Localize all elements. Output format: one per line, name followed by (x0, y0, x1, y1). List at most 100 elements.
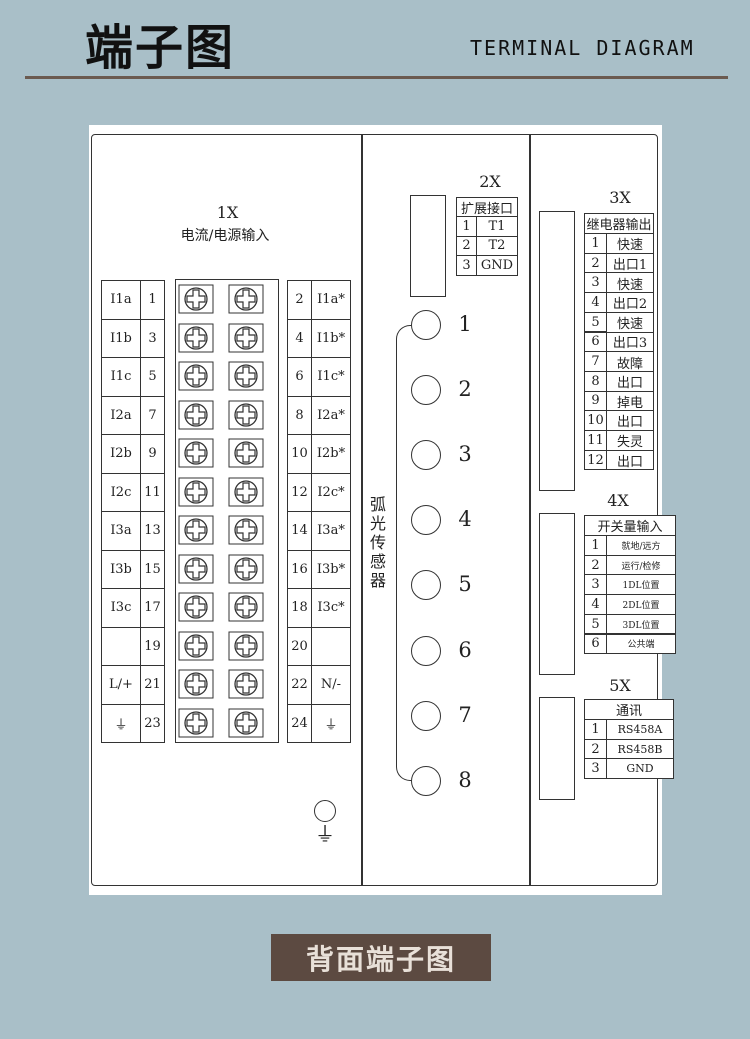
x5-pin: 2 (584, 738, 607, 760)
terminal-label-right: ⏚ (311, 703, 351, 743)
terminal-screw-icon (178, 669, 214, 703)
terminal-screw-icon (178, 438, 214, 472)
x4-signal: 公共端 (606, 633, 676, 655)
x3-pin: 1 (584, 233, 607, 254)
x1-screw-block (175, 279, 279, 743)
terminal-number-left: 13 (140, 511, 165, 551)
terminal-label-right: I1c* (311, 357, 351, 397)
x3-pin: 5 (584, 311, 607, 333)
divider-left (361, 134, 363, 886)
x4-signal: 2DL位置 (606, 594, 676, 615)
terminal-label-right: I1a* (311, 280, 351, 320)
x3-pin: 8 (584, 370, 607, 392)
terminal-label-left: ⏚ (101, 703, 141, 743)
terminal-label-left: I2c (101, 472, 141, 512)
arc-sensor-port-icon (411, 765, 441, 796)
x3-signal: 快速 (606, 272, 654, 294)
arc-sensor-port-icon (411, 570, 441, 601)
x4-pin: 1 (584, 535, 607, 556)
x5-header: 通讯 (584, 699, 674, 720)
terminal-label-right: I2a* (311, 395, 351, 435)
terminal-label-left: I1a (101, 280, 141, 320)
arc-sensor-port-icon (411, 505, 441, 536)
terminal-screw-icon (178, 515, 214, 549)
x4-signal: 运行/检修 (606, 554, 676, 576)
terminal-screw-icon (228, 708, 264, 742)
terminal-number-right: 12 (287, 472, 312, 512)
terminal-screw-icon (228, 592, 264, 626)
arc-sensor-label: 弧光传感器 (369, 495, 386, 590)
terminal-label-right: N/- (311, 665, 351, 705)
terminal-screw-icon (178, 631, 214, 665)
header-divider (25, 76, 728, 79)
panel-frame (91, 134, 658, 886)
terminal-number-right: 6 (287, 357, 312, 397)
arc-sensor-port-icon (411, 375, 441, 406)
arc-sensor-number: 4 (458, 507, 472, 532)
terminal-screw-icon (228, 669, 264, 703)
terminal-screw-icon (178, 477, 214, 511)
terminal-number-right: 18 (287, 588, 312, 628)
x3-pin: 10 (584, 410, 607, 431)
x5-pin: 3 (584, 758, 607, 780)
terminal-number-left: 23 (140, 703, 165, 743)
terminal-screw-icon (228, 631, 264, 665)
x4-pin: 3 (584, 574, 607, 596)
terminal-number-left: 21 (140, 665, 165, 705)
x2-pin: 3 (456, 255, 477, 276)
x1-label: 1X (216, 203, 239, 222)
terminal-label-right: I1b* (311, 318, 351, 358)
x5-signal: GND (606, 758, 674, 780)
x5-pin: 1 (584, 719, 607, 740)
terminal-number-right: 2 (287, 280, 312, 320)
x5-label: 5X (609, 676, 631, 695)
x2-signal: T1 (476, 216, 518, 237)
x3-pin: 3 (584, 272, 607, 294)
terminal-label-right: I2b* (311, 434, 351, 474)
x2-header: 扩展接口 (456, 197, 518, 217)
terminal-screw-icon (178, 361, 214, 395)
ground-icon: ⏚ (315, 822, 335, 846)
x5-connector (539, 697, 575, 800)
page-title-en: TERMINAL DIAGRAM (470, 36, 695, 60)
x2-label: 2X (479, 172, 501, 191)
terminal-number-left: 9 (140, 434, 165, 474)
terminal-screw-icon (178, 554, 214, 588)
terminal-label-left (101, 626, 141, 666)
terminal-number-right: 4 (287, 318, 312, 358)
x2-connector (410, 195, 446, 297)
x3-pin: 7 (584, 351, 607, 372)
rear-terminal-diagram-button[interactable]: 背面端子图 (271, 934, 491, 981)
terminal-screw-icon (178, 400, 214, 434)
page-title-cn: 端子图 (85, 20, 236, 76)
terminal-screw-icon (228, 554, 264, 588)
x4-pin: 5 (584, 613, 607, 635)
arc-sensor-port-icon (411, 700, 441, 731)
arc-sensor-port-icon (411, 635, 441, 666)
terminal-screw-icon (228, 438, 264, 472)
arc-sensor-number: 3 (458, 442, 472, 467)
terminal-number-left: 17 (140, 588, 165, 628)
terminal-number-left: 19 (140, 626, 165, 666)
terminal-number-right: 10 (287, 434, 312, 474)
x4-pin: 2 (584, 554, 607, 576)
arc-sensor-port-icon (411, 310, 441, 340)
x3-signal: 出口 (606, 410, 654, 431)
x3-signal: 出口2 (606, 292, 654, 313)
arc-sensor-number: 8 (458, 767, 472, 792)
x4-pin: 6 (584, 633, 607, 655)
arc-sensor-number: 2 (458, 377, 472, 402)
terminal-number-right: 22 (287, 665, 312, 705)
terminal-label-left: I2b (101, 434, 141, 474)
x3-signal: 快速 (606, 311, 654, 333)
x3-signal: 出口 (606, 370, 654, 392)
terminal-number-left: 15 (140, 549, 165, 589)
terminal-number-right: 16 (287, 549, 312, 589)
x3-signal: 故障 (606, 351, 654, 372)
x4-connector (539, 513, 575, 675)
arc-sensor-number: 5 (458, 572, 472, 597)
arc-sensor-port-icon (411, 440, 441, 471)
x1-subtitle: 电流/电源输入 (180, 228, 270, 244)
terminal-number-right: 8 (287, 395, 312, 435)
x3-pin: 2 (584, 252, 607, 274)
